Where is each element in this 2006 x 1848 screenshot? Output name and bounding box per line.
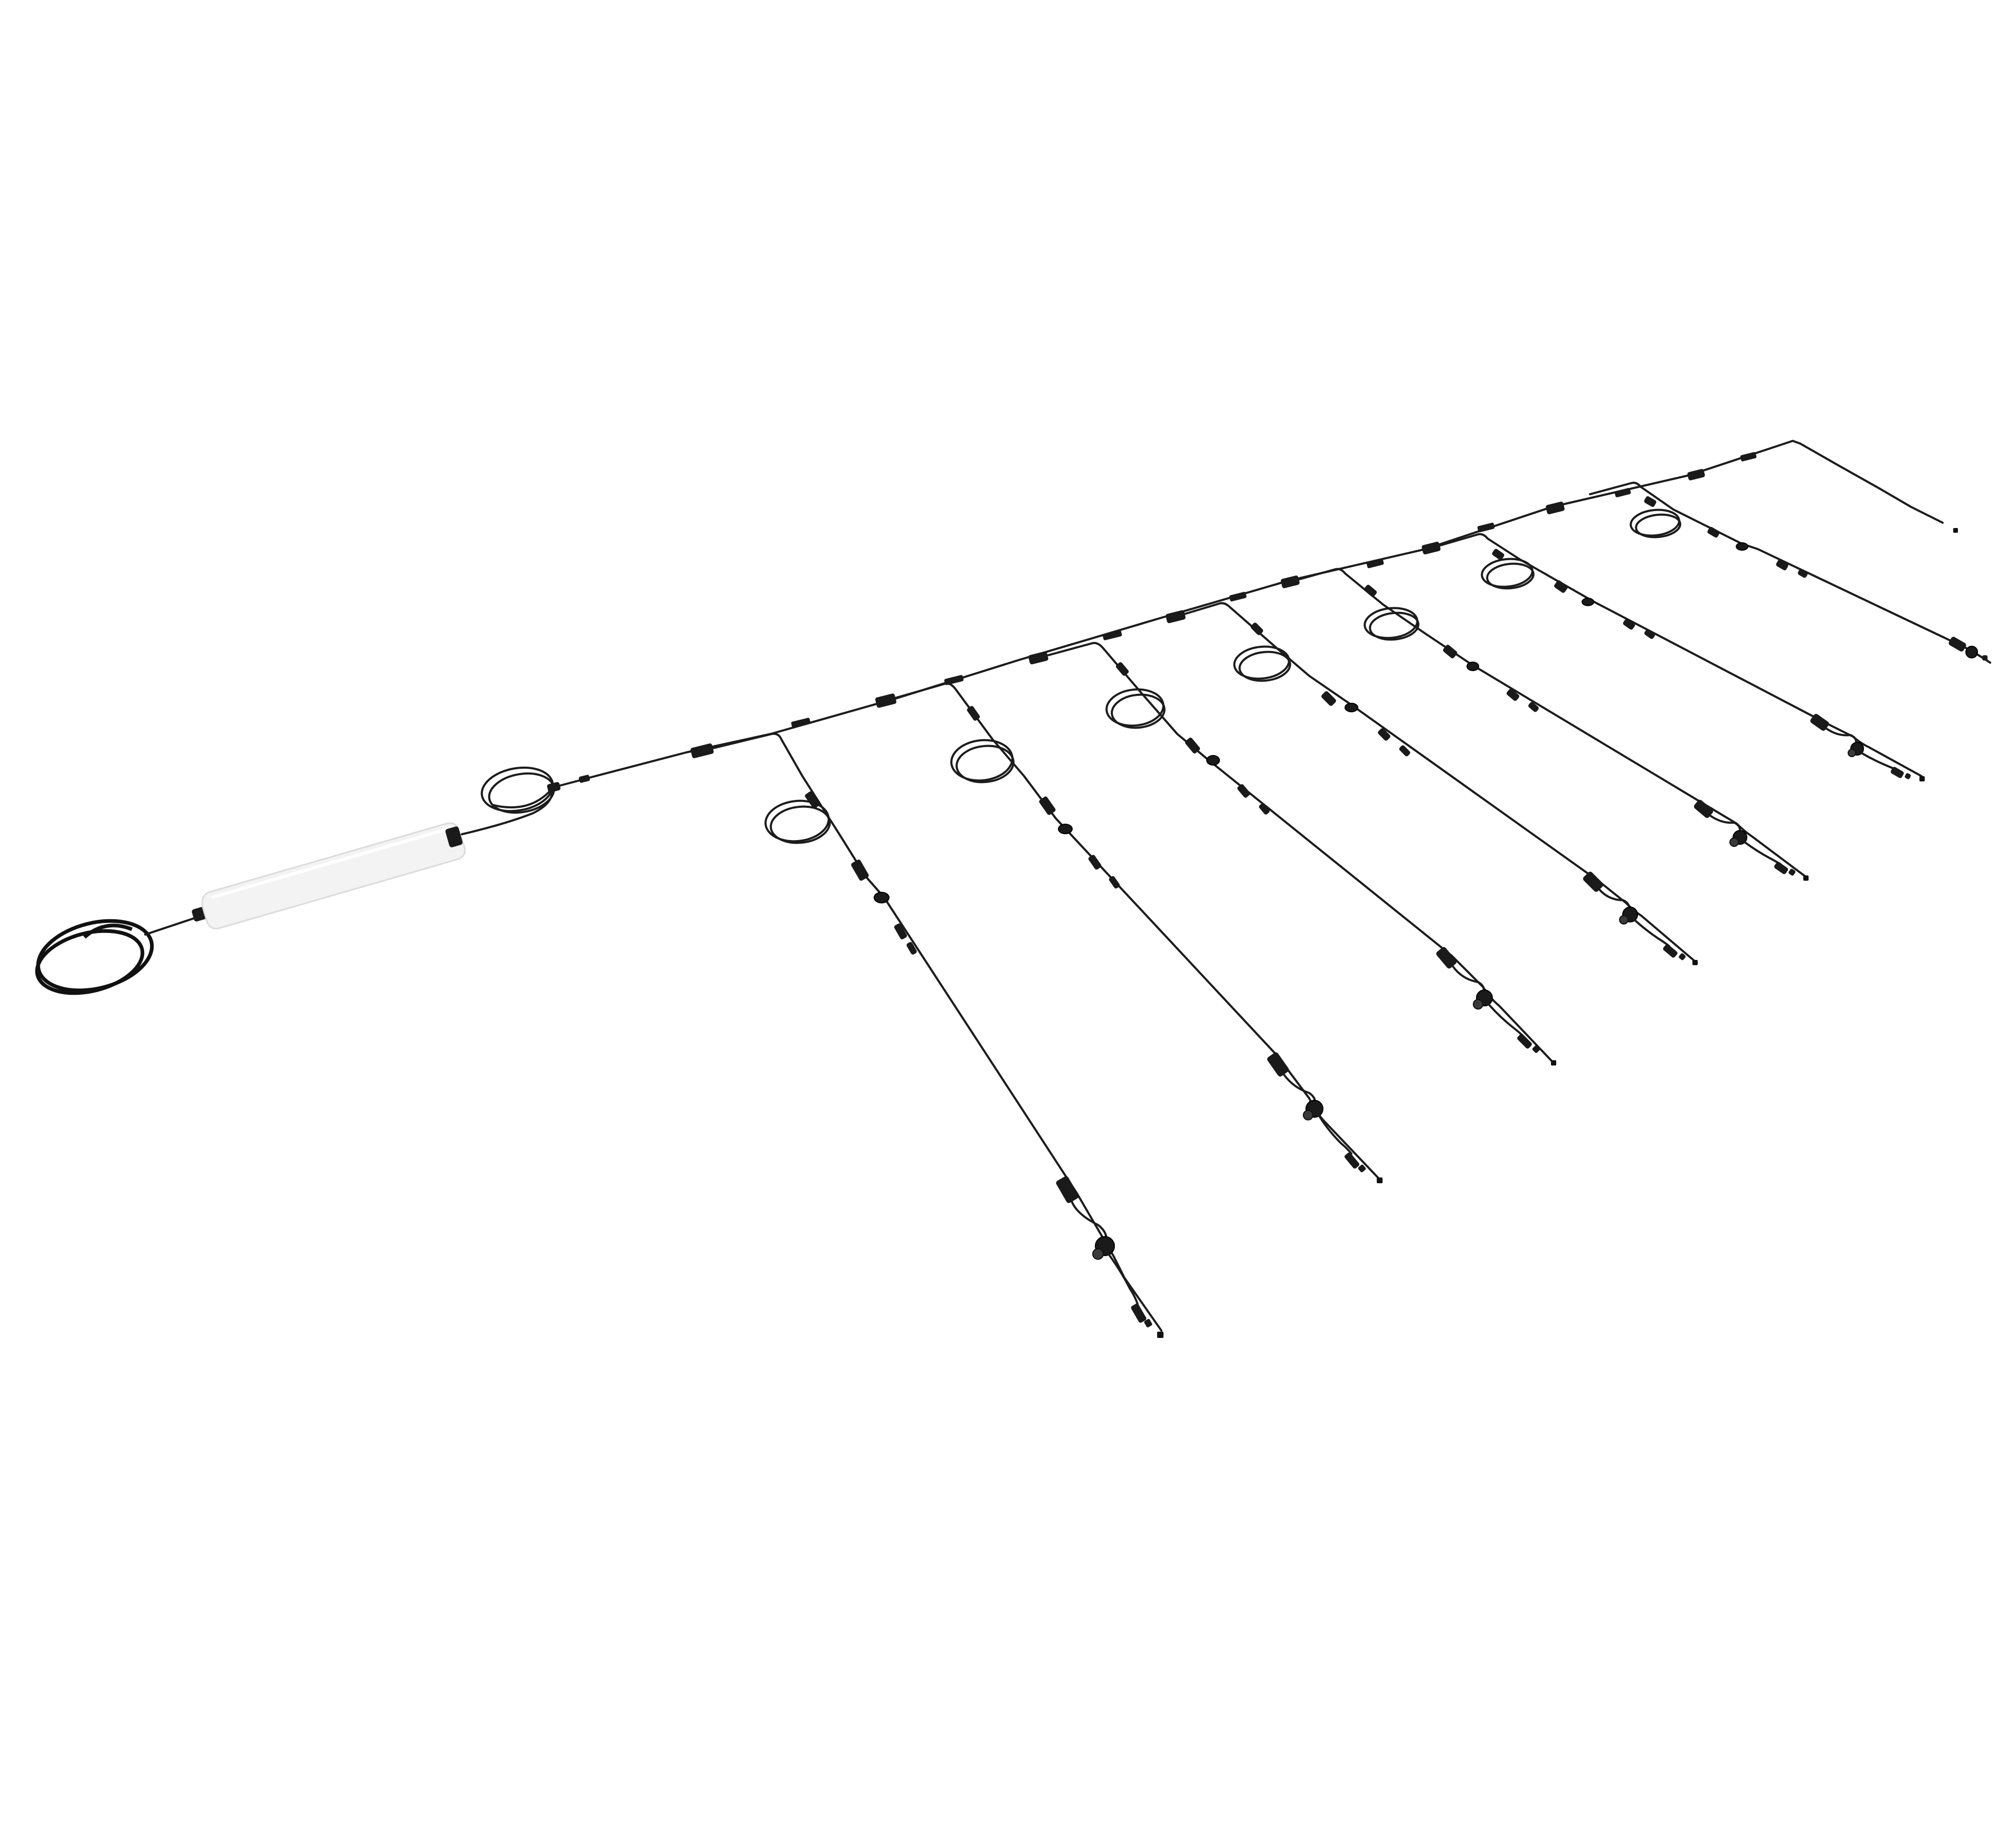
power-supply-tube	[192, 822, 466, 930]
branch-6	[1430, 533, 1925, 781]
branch-4	[1175, 602, 1698, 965]
branch-7	[1589, 440, 1991, 664]
branch-5	[1289, 568, 1809, 881]
branch-2	[885, 682, 1383, 1183]
feeder-cable-coil	[461, 766, 590, 835]
branch-1	[701, 732, 1163, 1338]
power-cord-coil	[35, 915, 202, 995]
trunk-cable	[586, 440, 1794, 779]
branch-3	[1037, 642, 1556, 1066]
